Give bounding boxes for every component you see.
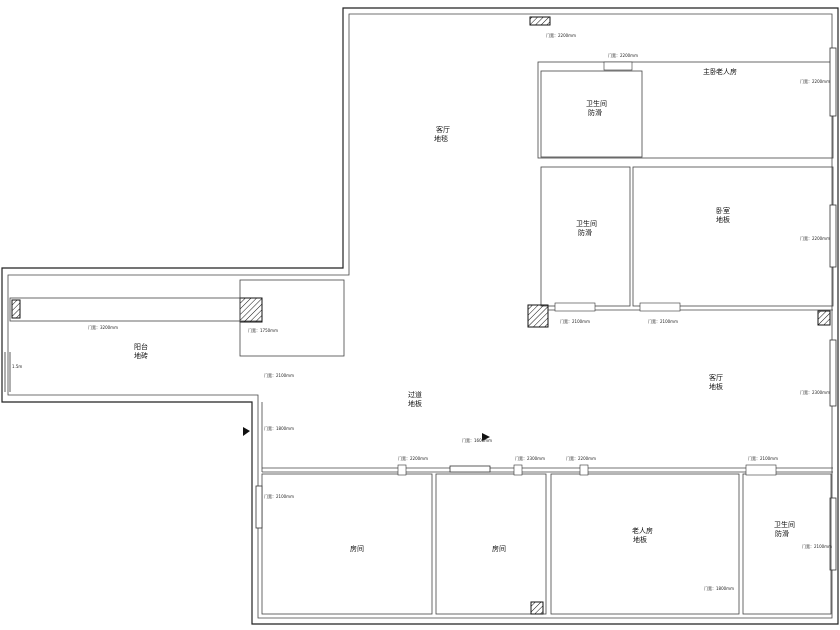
dim-hall-1: 门宽：2100mm <box>264 372 294 378</box>
bottom-rooms <box>255 465 832 615</box>
dim-bottom-2: 门宽：2300mm <box>515 455 545 461</box>
dim-balcony-left: 1.5m <box>12 364 22 369</box>
dim-bottom-1: 门宽：2200mm <box>398 455 428 461</box>
entry-arrow-icon <box>243 427 250 436</box>
dim-center: 门宽：1600mm <box>462 437 492 443</box>
door-markers <box>397 61 777 476</box>
dim-lounge-right: 门宽：2300mm <box>800 389 830 395</box>
room-bath2-name: 卫生间 <box>576 219 597 228</box>
upper-right-rooms <box>527 16 837 571</box>
outer-walls <box>1 7 839 625</box>
room-balcony-name: 阳台 <box>134 342 148 351</box>
room-master-name: 主卧 <box>703 67 717 76</box>
room-labels: 客厅 地毯 主卧 老人房 卫生间 防滑 卫生间 防滑 卧室 地板 过道 地板 客… <box>134 67 795 553</box>
dim-room-right-2: 门宽：2200mm <box>800 235 830 241</box>
room-bedroom2-name: 卧室 <box>716 206 730 215</box>
dim-top-door: 门宽：2200mm <box>546 32 576 38</box>
room-living-name: 客厅 <box>436 125 450 134</box>
room-living-floor: 地毯 <box>434 134 448 143</box>
room-bm-name: 房间 <box>492 544 506 553</box>
room-bath3-floor: 防滑 <box>775 529 789 538</box>
room-elder-name: 老人房 <box>632 526 653 535</box>
room-bath1-name: 卫生间 <box>586 99 607 108</box>
dim-bed2-door: 门宽：2100mm <box>648 318 678 324</box>
dim-bath3-right: 门宽：2100mm <box>802 543 832 549</box>
room-lounge-floor: 地板 <box>709 382 723 391</box>
dim-bottom-3: 门宽：2200mm <box>566 455 596 461</box>
room-bath2-floor: 防滑 <box>578 228 592 237</box>
room-bath1-floor: 防滑 <box>588 108 602 117</box>
room-bedroom2-floor: 地板 <box>716 215 730 224</box>
room-master-floor: 老人房 <box>716 67 737 76</box>
dim-hall-2: 门宽：1800mm <box>264 425 294 431</box>
dim-balcony-span: 门宽：3200mm <box>88 324 118 330</box>
dim-room-bl-left: 门宽：2100mm <box>264 493 294 499</box>
dim-elder-bottom: 门宽：1800mm <box>704 585 734 591</box>
dim-bath1-door: 门宽：2200mm <box>608 52 638 58</box>
dim-bath2-door: 门宽：2100mm <box>560 318 590 324</box>
room-hall-floor: 地板 <box>408 399 422 408</box>
balcony-area <box>4 279 345 392</box>
room-bath3-name: 卫生间 <box>774 520 795 529</box>
dim-room-right-1: 门宽：2200mm <box>800 78 830 84</box>
dim-bottom-4: 门宽：2100mm <box>748 455 778 461</box>
dimension-labels: 门宽：2200mm 门宽：2200mm 门宽：3200mm 门宽：1750mm … <box>12 32 832 591</box>
room-lounge-name: 客厅 <box>709 373 723 382</box>
room-balcony-floor: 地砖 <box>134 351 148 360</box>
dim-balcony-side: 门宽：1750mm <box>248 327 278 333</box>
room-elder-floor: 地板 <box>633 535 647 544</box>
interior-partitions <box>261 309 833 473</box>
room-bl-name: 房间 <box>350 544 364 553</box>
room-hall-name: 过道 <box>408 390 422 399</box>
center-marker-icon <box>482 433 490 441</box>
